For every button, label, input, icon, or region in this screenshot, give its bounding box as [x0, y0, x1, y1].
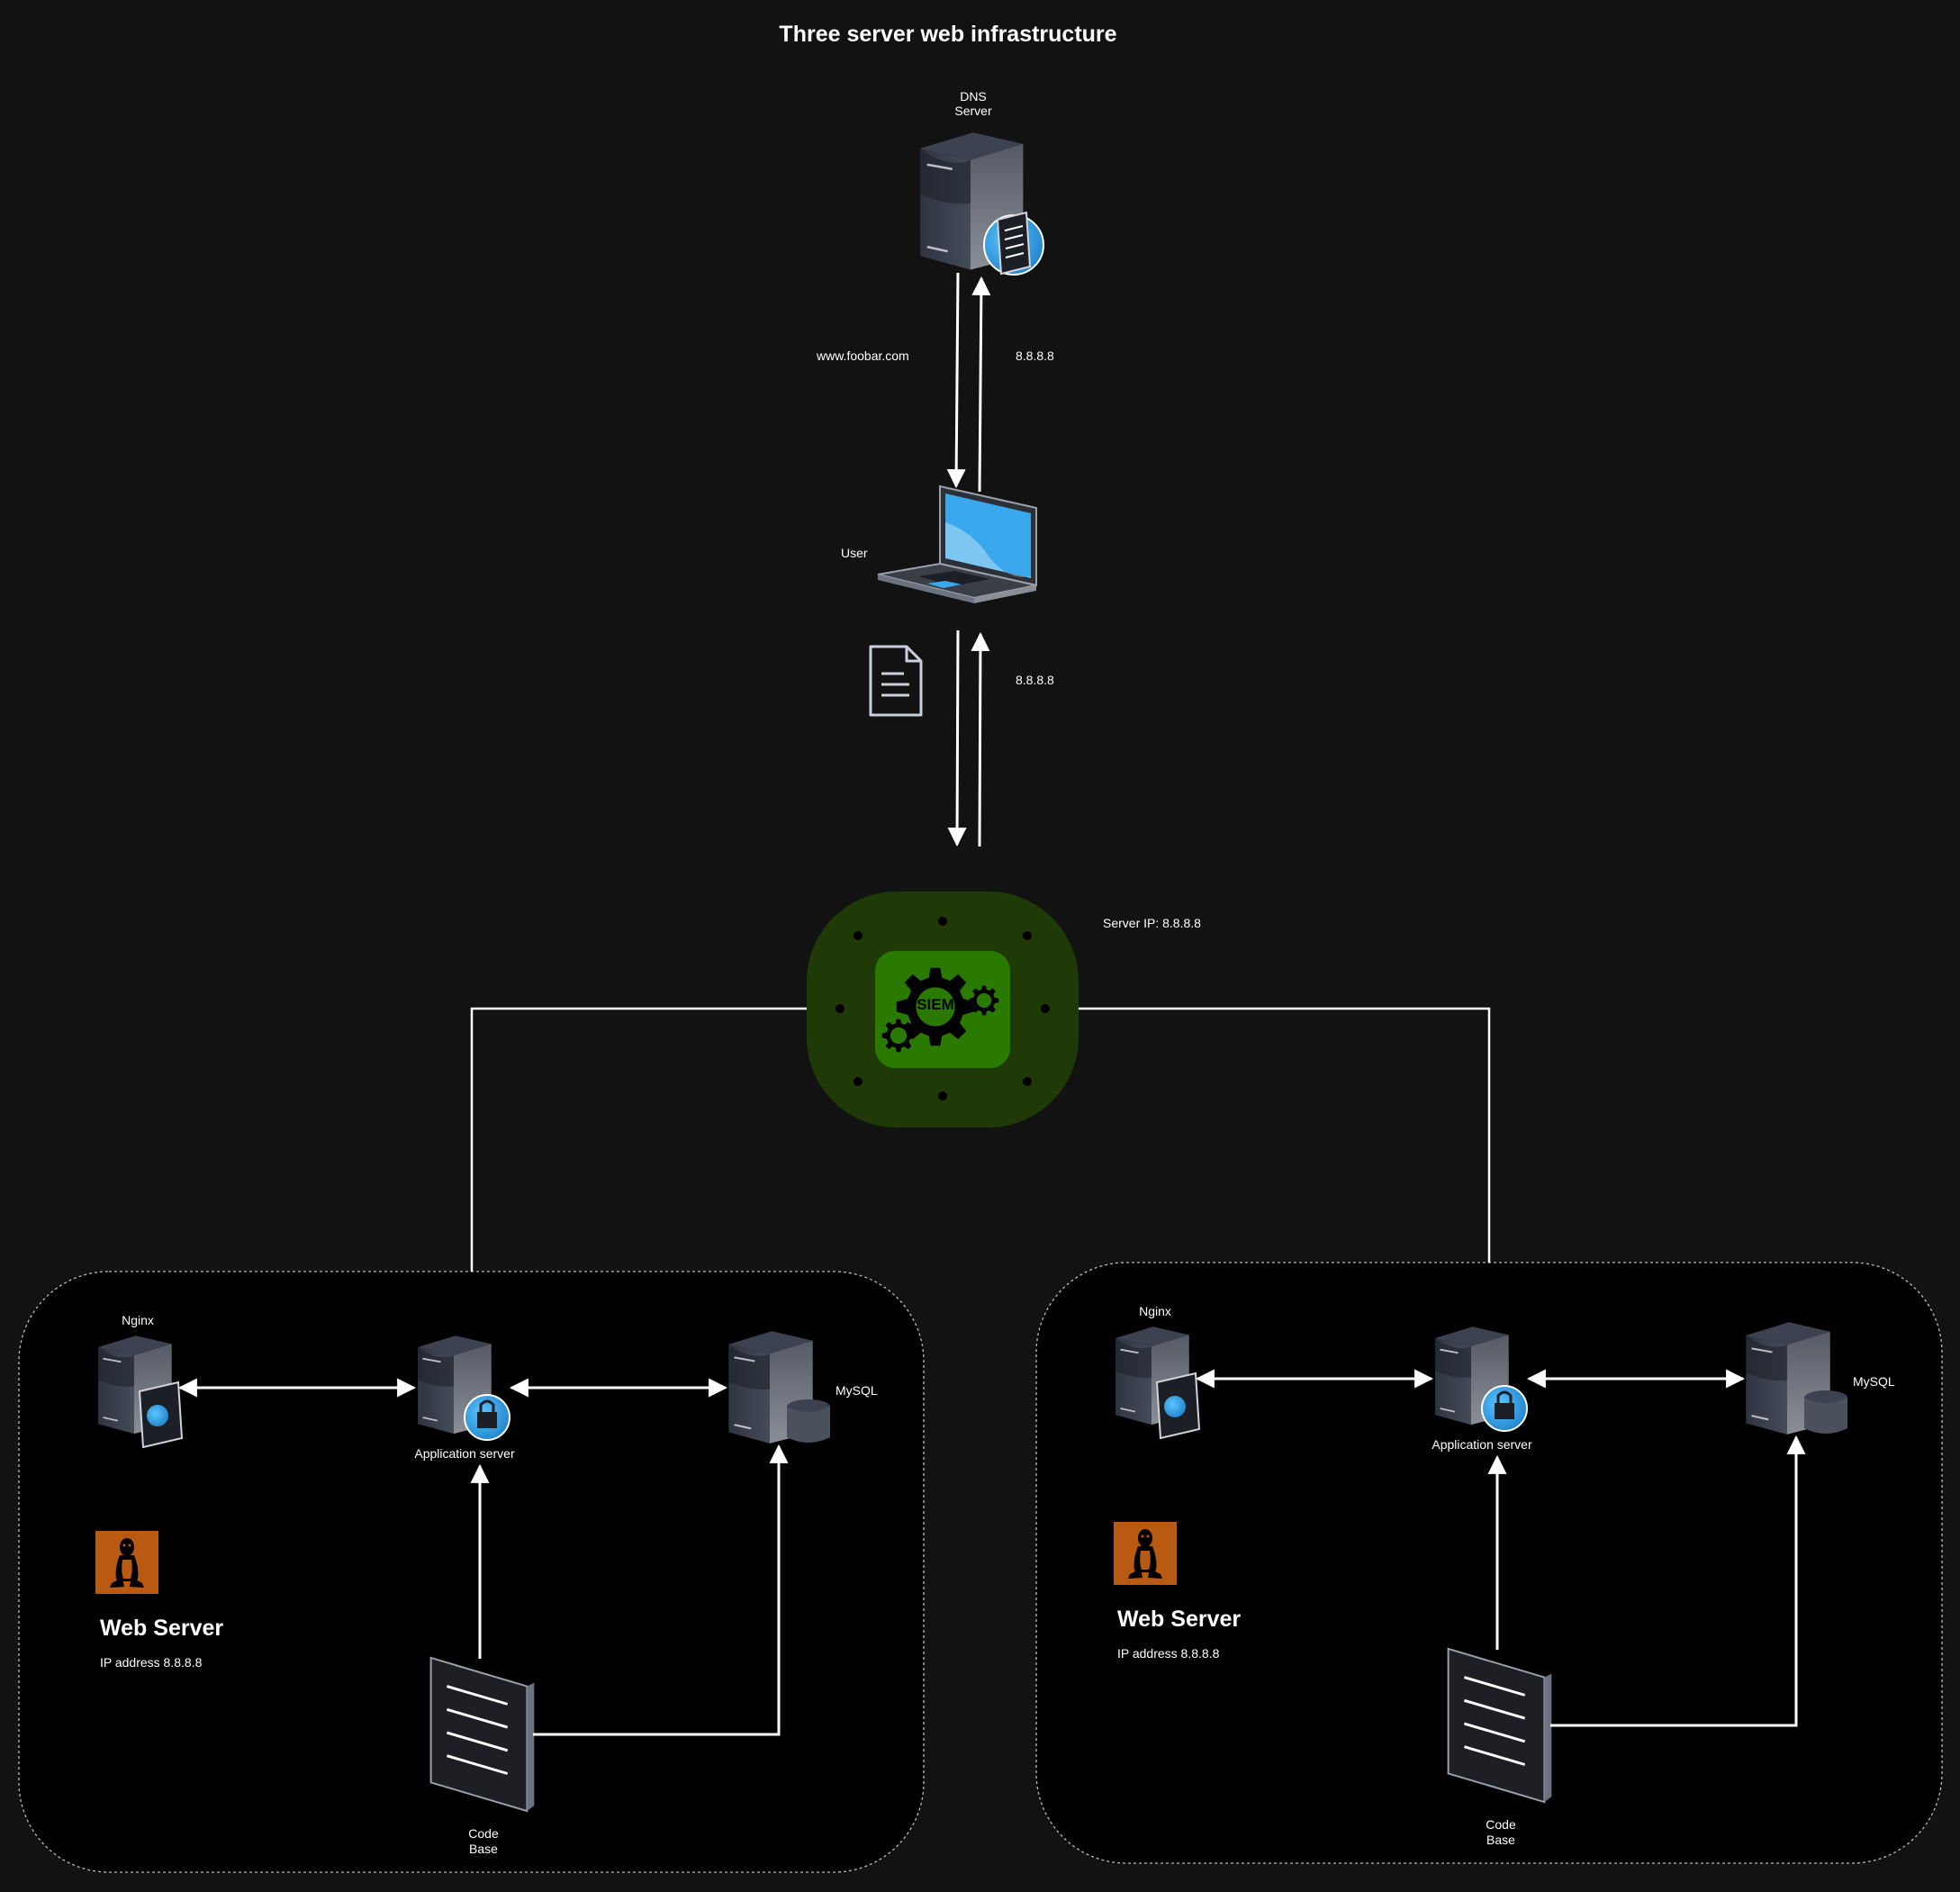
right-codebase-line1: Code	[1486, 1817, 1516, 1832]
left-codebase-line1: Code	[468, 1826, 499, 1841]
user-laptop-icon	[877, 484, 1037, 603]
left-app-server-label: Application server	[414, 1446, 515, 1461]
left-codebase-label: Code Base	[468, 1826, 498, 1857]
left-nginx-server-icon	[97, 1335, 184, 1449]
user-reply-label: 8.8.8.8	[1016, 673, 1054, 687]
dns-label-line2: Server	[954, 104, 992, 118]
right-codebase-label: Code Base	[1486, 1817, 1515, 1848]
dns-label-line1: DNS	[960, 89, 987, 104]
siem-icon-text: SIEM	[917, 996, 954, 1013]
left-web-server-heading: Web Server	[100, 1616, 224, 1641]
diagram-title: Three server web infrastructure	[779, 22, 1117, 47]
right-codebase-line2: Base	[1486, 1833, 1515, 1847]
dns-query-label: www.foobar.com	[817, 349, 909, 363]
right-nginx-label: Nginx	[1139, 1304, 1171, 1318]
siem-server-ip-label: Server IP: 8.8.8.8	[1103, 916, 1201, 930]
left-linux-icon	[95, 1531, 158, 1594]
dns-reply-label: 8.8.8.8	[1016, 349, 1054, 363]
right-web-server-heading: Web Server	[1117, 1607, 1242, 1632]
document-icon	[869, 645, 923, 717]
left-nginx-label: Nginx	[122, 1313, 154, 1327]
right-ip-label: IP address 8.8.8.8	[1117, 1646, 1220, 1661]
right-app-server-icon	[1434, 1326, 1528, 1432]
dns-server-label: DNS Server	[954, 89, 991, 118]
right-linux-icon	[1114, 1522, 1177, 1585]
left-ip-label: IP address 8.8.8.8	[100, 1655, 203, 1670]
dns-server-icon	[918, 131, 1044, 276]
dns-reply-arrow	[971, 276, 991, 493]
dns-query-arrow	[946, 272, 966, 489]
siem-icon	[807, 892, 1079, 1127]
left-codebase-line2: Base	[469, 1842, 498, 1856]
siem-to-right-cluster-connector	[1079, 1007, 1491, 1263]
left-mysql-server-icon	[727, 1330, 830, 1445]
user-label: User	[841, 546, 868, 560]
right-codebase-mysql-arrow	[1550, 1435, 1806, 1727]
left-codebase-mysql-arrow	[533, 1444, 789, 1736]
siem-to-left-cluster-connector	[470, 1007, 807, 1272]
right-mysql-label: MySQL	[1853, 1374, 1895, 1389]
right-mysql-server-icon	[1745, 1321, 1847, 1436]
left-mysql-label: MySQL	[835, 1383, 878, 1398]
right-app-server-label: Application server	[1432, 1437, 1532, 1452]
request-arrow	[947, 629, 967, 847]
left-app-server-icon	[417, 1335, 510, 1441]
right-nginx-server-icon	[1115, 1326, 1201, 1440]
